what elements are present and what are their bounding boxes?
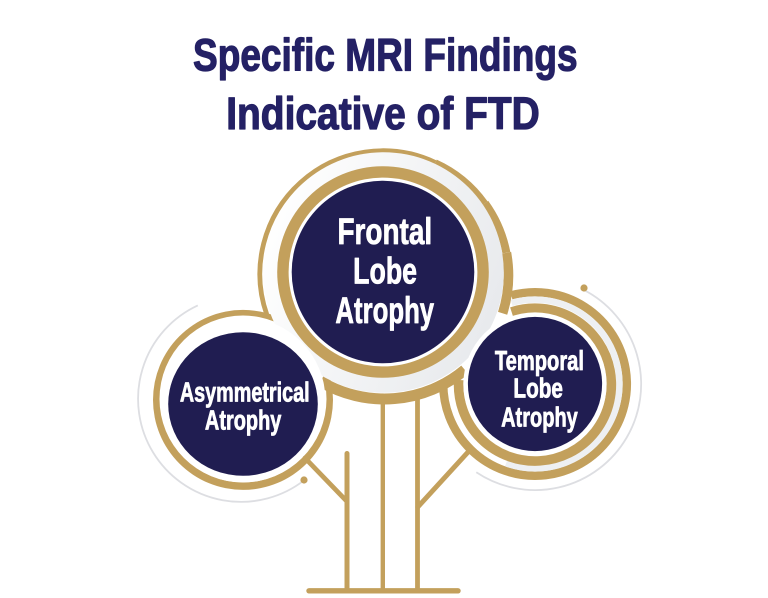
svg-text:Atrophy: Atrophy bbox=[205, 405, 282, 436]
svg-text:Temporal: Temporal bbox=[495, 346, 584, 377]
svg-text:Atrophy: Atrophy bbox=[335, 289, 434, 331]
svg-text:Specific MRI Findings: Specific MRI Findings bbox=[193, 29, 578, 81]
svg-text:Asymmetrical: Asymmetrical bbox=[180, 377, 310, 408]
svg-text:Lobe: Lobe bbox=[353, 250, 417, 291]
svg-text:Indicative of FTD: Indicative of FTD bbox=[226, 88, 540, 138]
svg-text:Lobe: Lobe bbox=[513, 374, 562, 405]
svg-text:Atrophy: Atrophy bbox=[501, 402, 578, 433]
svg-text:Frontal: Frontal bbox=[337, 210, 432, 252]
